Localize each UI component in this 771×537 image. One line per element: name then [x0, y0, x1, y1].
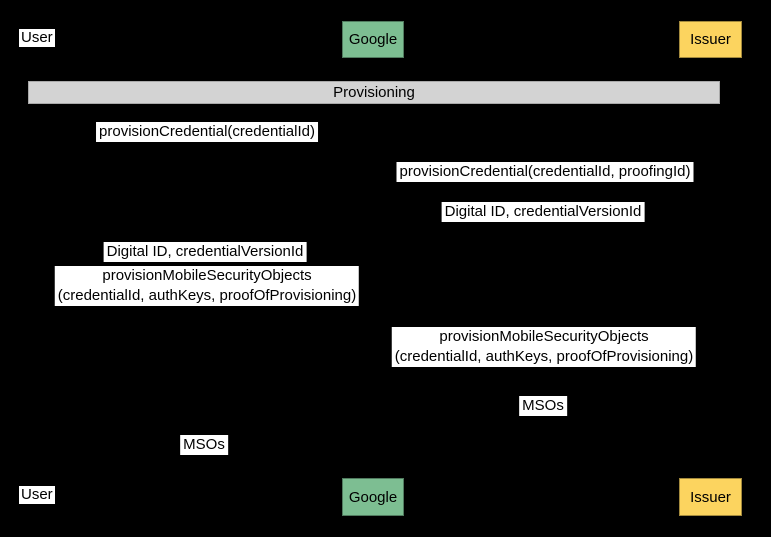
actor-user-top-label: User — [19, 29, 55, 47]
message-provision-credential-google-to-issuer: provisionCredential(credentialId, proofi… — [396, 162, 694, 182]
actor-issuer-top: Issuer — [679, 21, 742, 58]
message-msos-google-to-user: MSOs — [180, 435, 228, 455]
message-line-2: (credentialId, authKeys, proofOfProvisio… — [57, 287, 357, 304]
message-line-1: provisionMobileSecurityObjects — [102, 267, 312, 284]
actor-google-bottom: Google — [342, 478, 404, 516]
actor-google-top: Google — [342, 21, 404, 58]
message-line-2: (credentialId, authKeys, proofOfProvisio… — [394, 348, 694, 365]
message-provision-credential-user-to-google: provisionCredential(credentialId) — [96, 122, 318, 142]
actor-issuer-bottom: Issuer — [679, 478, 742, 516]
provisioning-band: Provisioning — [28, 81, 720, 104]
message-digital-id-google-to-user: Digital ID, credentialVersionId — [103, 242, 307, 262]
message-msos-issuer-to-google: MSOs — [519, 396, 567, 416]
message-digital-id-issuer-to-google: Digital ID, credentialVersionId — [441, 202, 645, 222]
message-line-1: provisionMobileSecurityObjects — [439, 328, 649, 345]
message-provision-mso-google-to-issuer: provisionMobileSecurityObjects (credenti… — [391, 327, 697, 367]
message-provision-mso-user-to-google: provisionMobileSecurityObjects (credenti… — [54, 266, 360, 306]
actor-user-bottom-label: User — [19, 486, 55, 504]
